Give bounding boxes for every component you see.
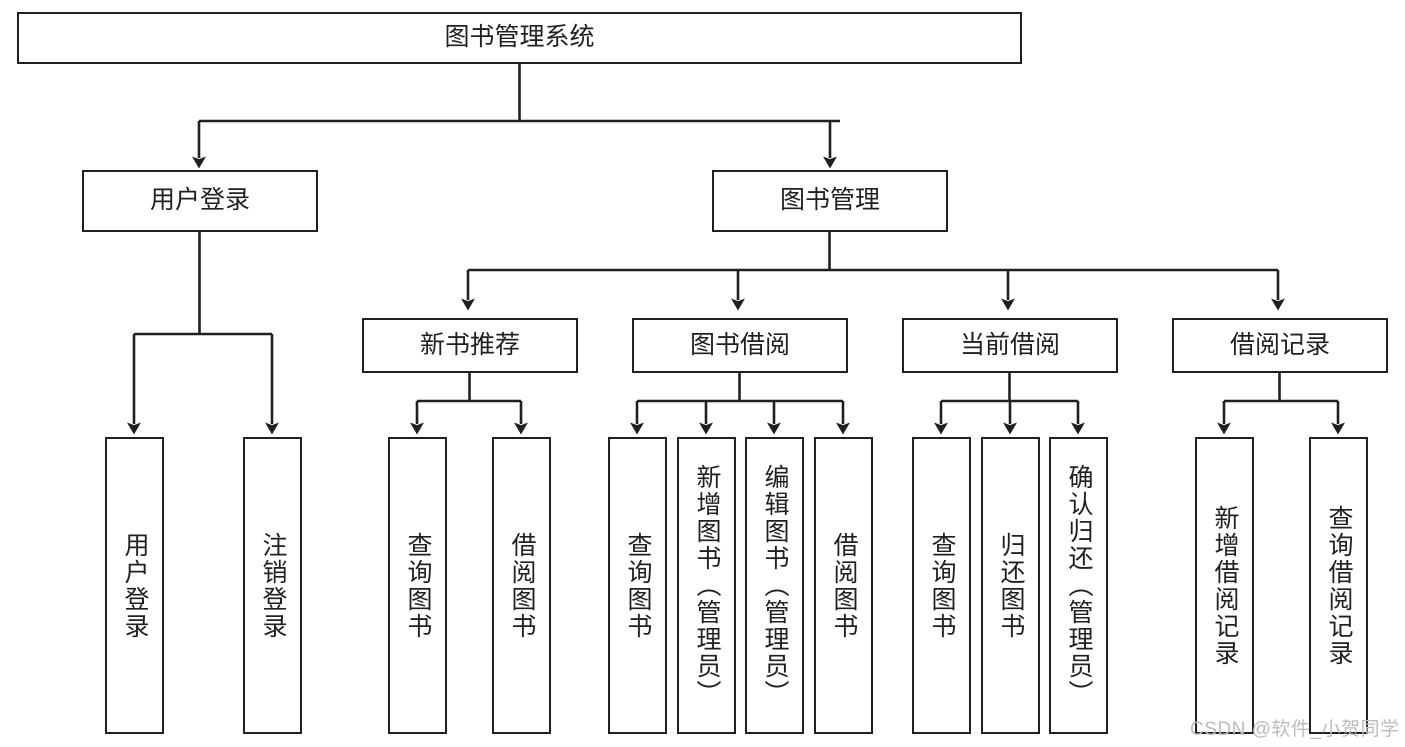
node-leaf-edit-book[interactable]: 编辑图书（管理员） bbox=[745, 437, 804, 734]
node-borrow-record-label: 借阅记录 bbox=[1229, 330, 1330, 359]
node-leaf-query-book-2[interactable]: 查询图书 bbox=[608, 437, 667, 734]
node-leaf-query-book-1-label: 查询图书 bbox=[404, 531, 432, 640]
node-leaf-query-record-label: 查询借阅记录 bbox=[1325, 504, 1353, 667]
node-user-login-label: 用户登录 bbox=[149, 186, 250, 215]
node-leaf-add-book[interactable]: 新增图书（管理员） bbox=[677, 437, 736, 734]
node-leaf-logout[interactable]: 注销登录 bbox=[243, 437, 302, 734]
node-leaf-confirm-return-label: 确认归还（管理员） bbox=[1065, 464, 1093, 707]
node-leaf-user-login[interactable]: 用户登录 bbox=[105, 437, 164, 734]
node-leaf-user-login-label: 用户登录 bbox=[121, 531, 149, 640]
node-new-book-recommend-label: 新书推荐 bbox=[419, 330, 520, 359]
node-borrow-record[interactable]: 借阅记录 bbox=[1172, 318, 1388, 373]
node-leaf-edit-book-label: 编辑图书（管理员） bbox=[761, 464, 789, 707]
node-book-manage[interactable]: 图书管理 bbox=[712, 170, 948, 232]
node-leaf-borrow-book-2[interactable]: 借阅图书 bbox=[814, 437, 873, 734]
node-leaf-logout-label: 注销登录 bbox=[259, 531, 287, 640]
node-book-borrow[interactable]: 图书借阅 bbox=[632, 318, 848, 373]
node-leaf-borrow-book-2-label: 借阅图书 bbox=[830, 531, 858, 640]
node-leaf-add-record-label: 新增借阅记录 bbox=[1211, 504, 1239, 667]
node-new-book-recommend[interactable]: 新书推荐 bbox=[362, 318, 578, 373]
node-leaf-query-book-1[interactable]: 查询图书 bbox=[388, 437, 447, 734]
node-current-borrow[interactable]: 当前借阅 bbox=[902, 318, 1118, 373]
node-leaf-confirm-return[interactable]: 确认归还（管理员） bbox=[1049, 437, 1108, 734]
node-leaf-borrow-book-1[interactable]: 借阅图书 bbox=[492, 437, 551, 734]
node-leaf-return-book[interactable]: 归还图书 bbox=[981, 437, 1040, 734]
node-book-manage-label: 图书管理 bbox=[779, 186, 880, 215]
node-root[interactable]: 图书管理系统 bbox=[17, 12, 1022, 64]
node-leaf-query-book-3-label: 查询图书 bbox=[928, 531, 956, 640]
node-user-login[interactable]: 用户登录 bbox=[82, 170, 318, 232]
node-leaf-query-record[interactable]: 查询借阅记录 bbox=[1309, 437, 1368, 734]
node-leaf-query-book-2-label: 查询图书 bbox=[624, 531, 652, 640]
node-leaf-query-book-3[interactable]: 查询图书 bbox=[912, 437, 971, 734]
node-leaf-add-book-label: 新增图书（管理员） bbox=[693, 464, 721, 707]
node-leaf-add-record[interactable]: 新增借阅记录 bbox=[1195, 437, 1254, 734]
node-book-borrow-label: 图书借阅 bbox=[689, 330, 790, 359]
node-root-label: 图书管理系统 bbox=[444, 23, 595, 52]
node-leaf-return-book-label: 归还图书 bbox=[997, 531, 1025, 640]
node-current-borrow-label: 当前借阅 bbox=[959, 330, 1060, 359]
node-leaf-borrow-book-1-label: 借阅图书 bbox=[508, 531, 536, 640]
